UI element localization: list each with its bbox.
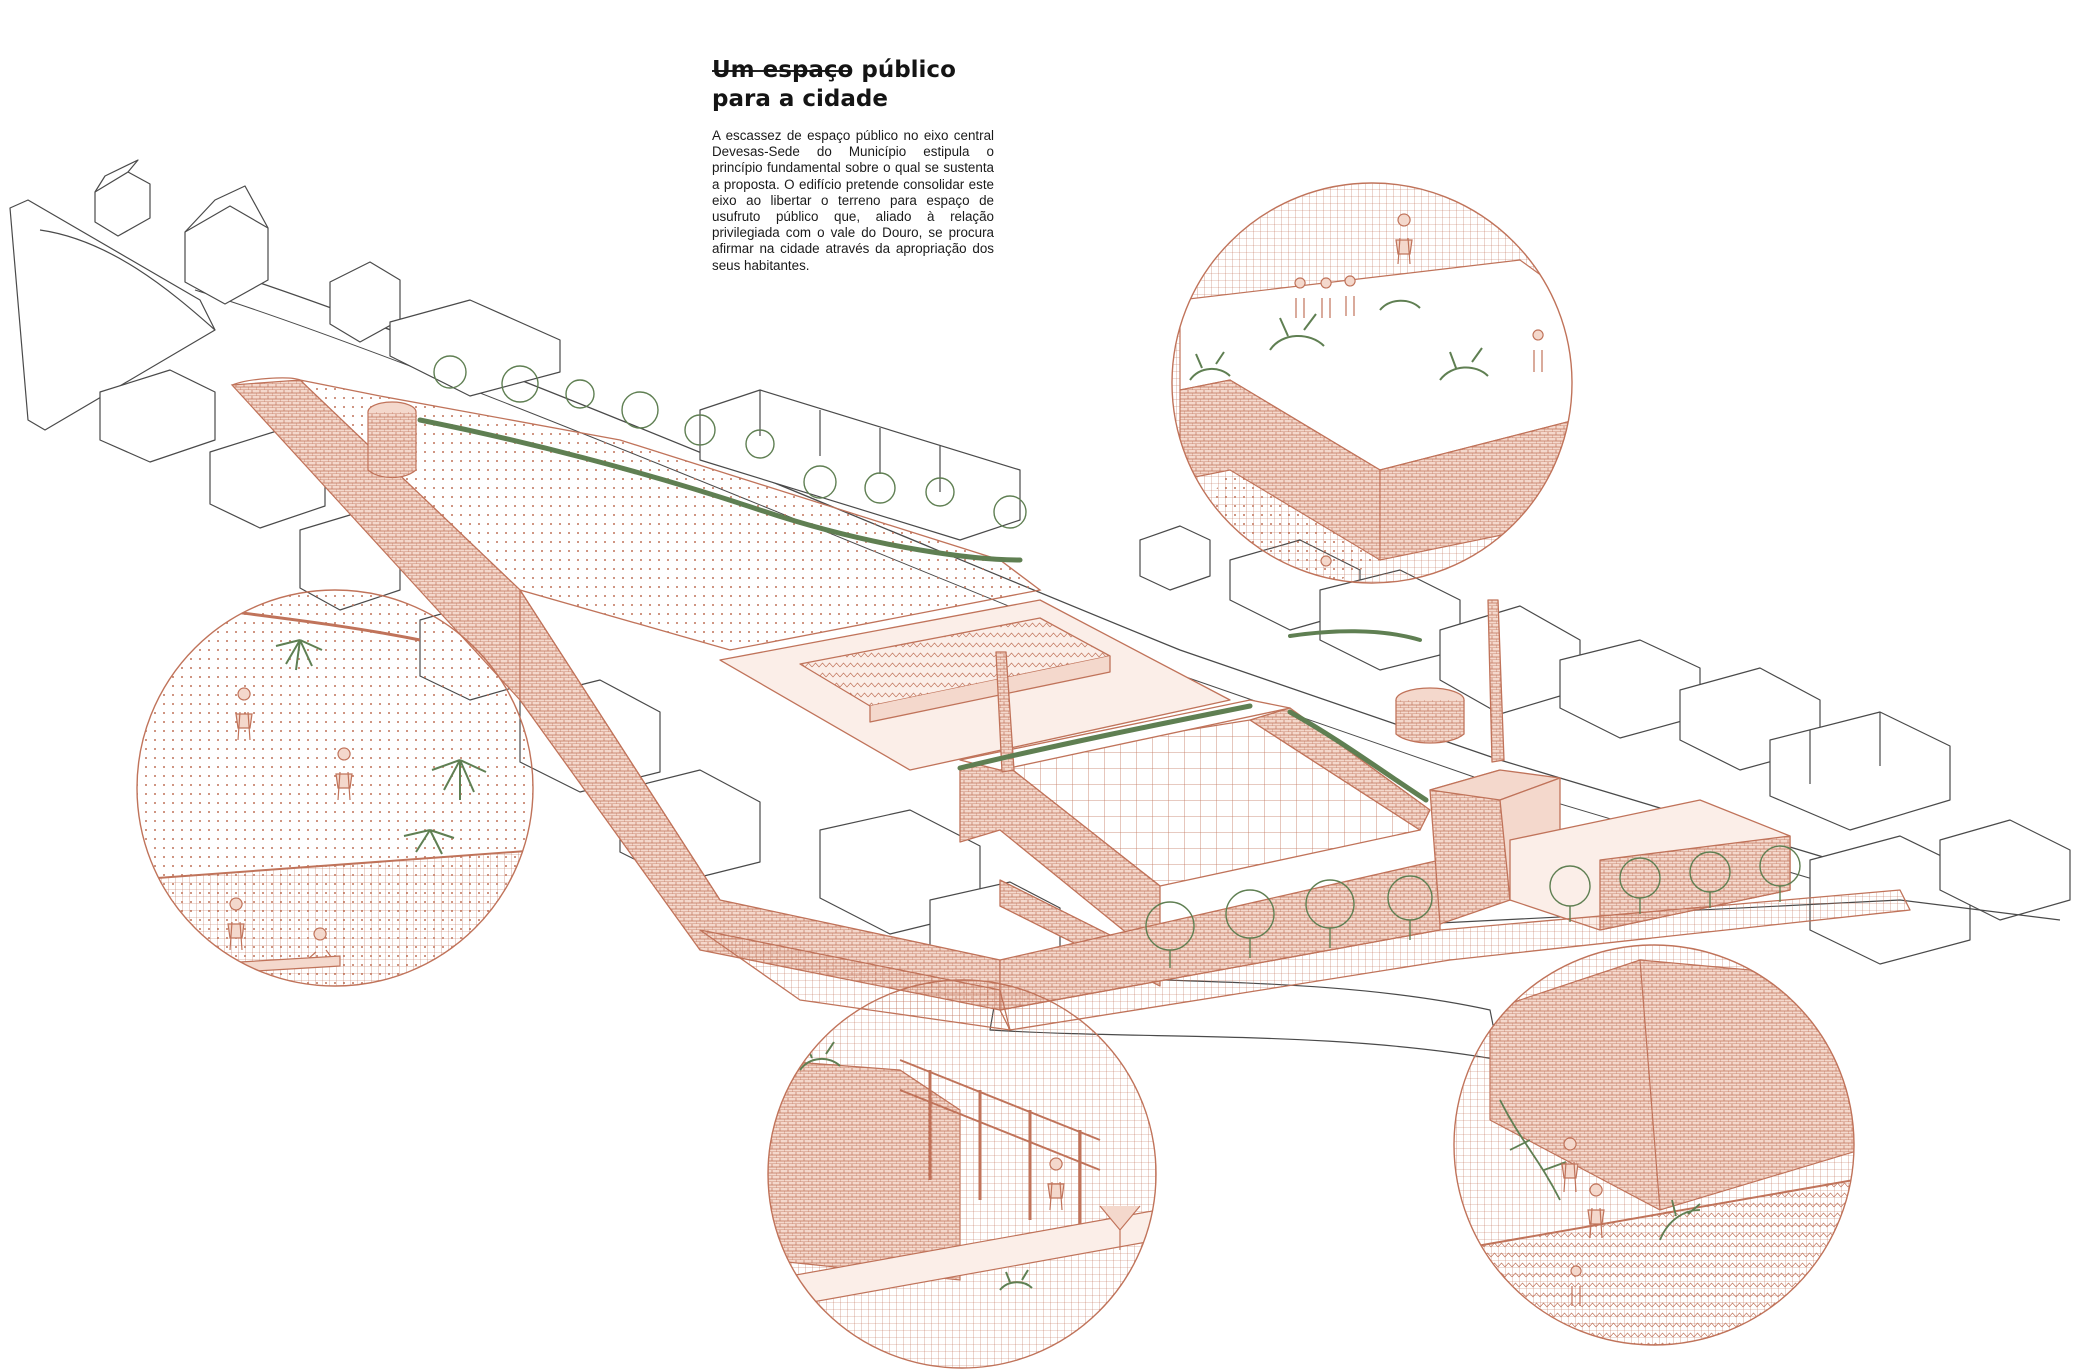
heading-line-1: Um espaço público — [712, 57, 956, 83]
detail-circle-courtyard — [1171, 182, 1573, 584]
tree — [803, 465, 837, 499]
house — [1139, 525, 1211, 591]
heading: Um espaço público para a cidade — [712, 56, 1032, 114]
park-surface — [297, 378, 1042, 651]
tree — [993, 495, 1027, 529]
heading-rule — [712, 70, 852, 72]
hedge-row — [417, 417, 1023, 563]
building-complex — [519, 589, 1911, 1031]
house — [1319, 569, 1461, 671]
tree — [433, 355, 467, 389]
chimney-left — [995, 651, 1015, 773]
house — [389, 299, 561, 397]
house — [99, 369, 216, 463]
tree — [621, 391, 659, 429]
street-upper — [39, 229, 216, 331]
roof-hedge — [957, 703, 1253, 771]
chimney-right — [1487, 599, 1505, 763]
house — [1559, 639, 1701, 739]
detail-circle-facade — [1453, 944, 1855, 1346]
vegetation — [417, 355, 1801, 968]
heading-line-2: para a cidade — [712, 86, 888, 112]
house — [184, 205, 269, 305]
courtyard-wall-right — [1249, 707, 1431, 831]
house — [1939, 819, 2071, 921]
detail-circle-gallery — [767, 979, 1157, 1369]
street-band — [194, 261, 1901, 881]
description-paragraph: A escassez de espaço público no eixo cen… — [712, 128, 994, 273]
house — [94, 171, 151, 237]
roof-garden-left — [959, 699, 1291, 771]
